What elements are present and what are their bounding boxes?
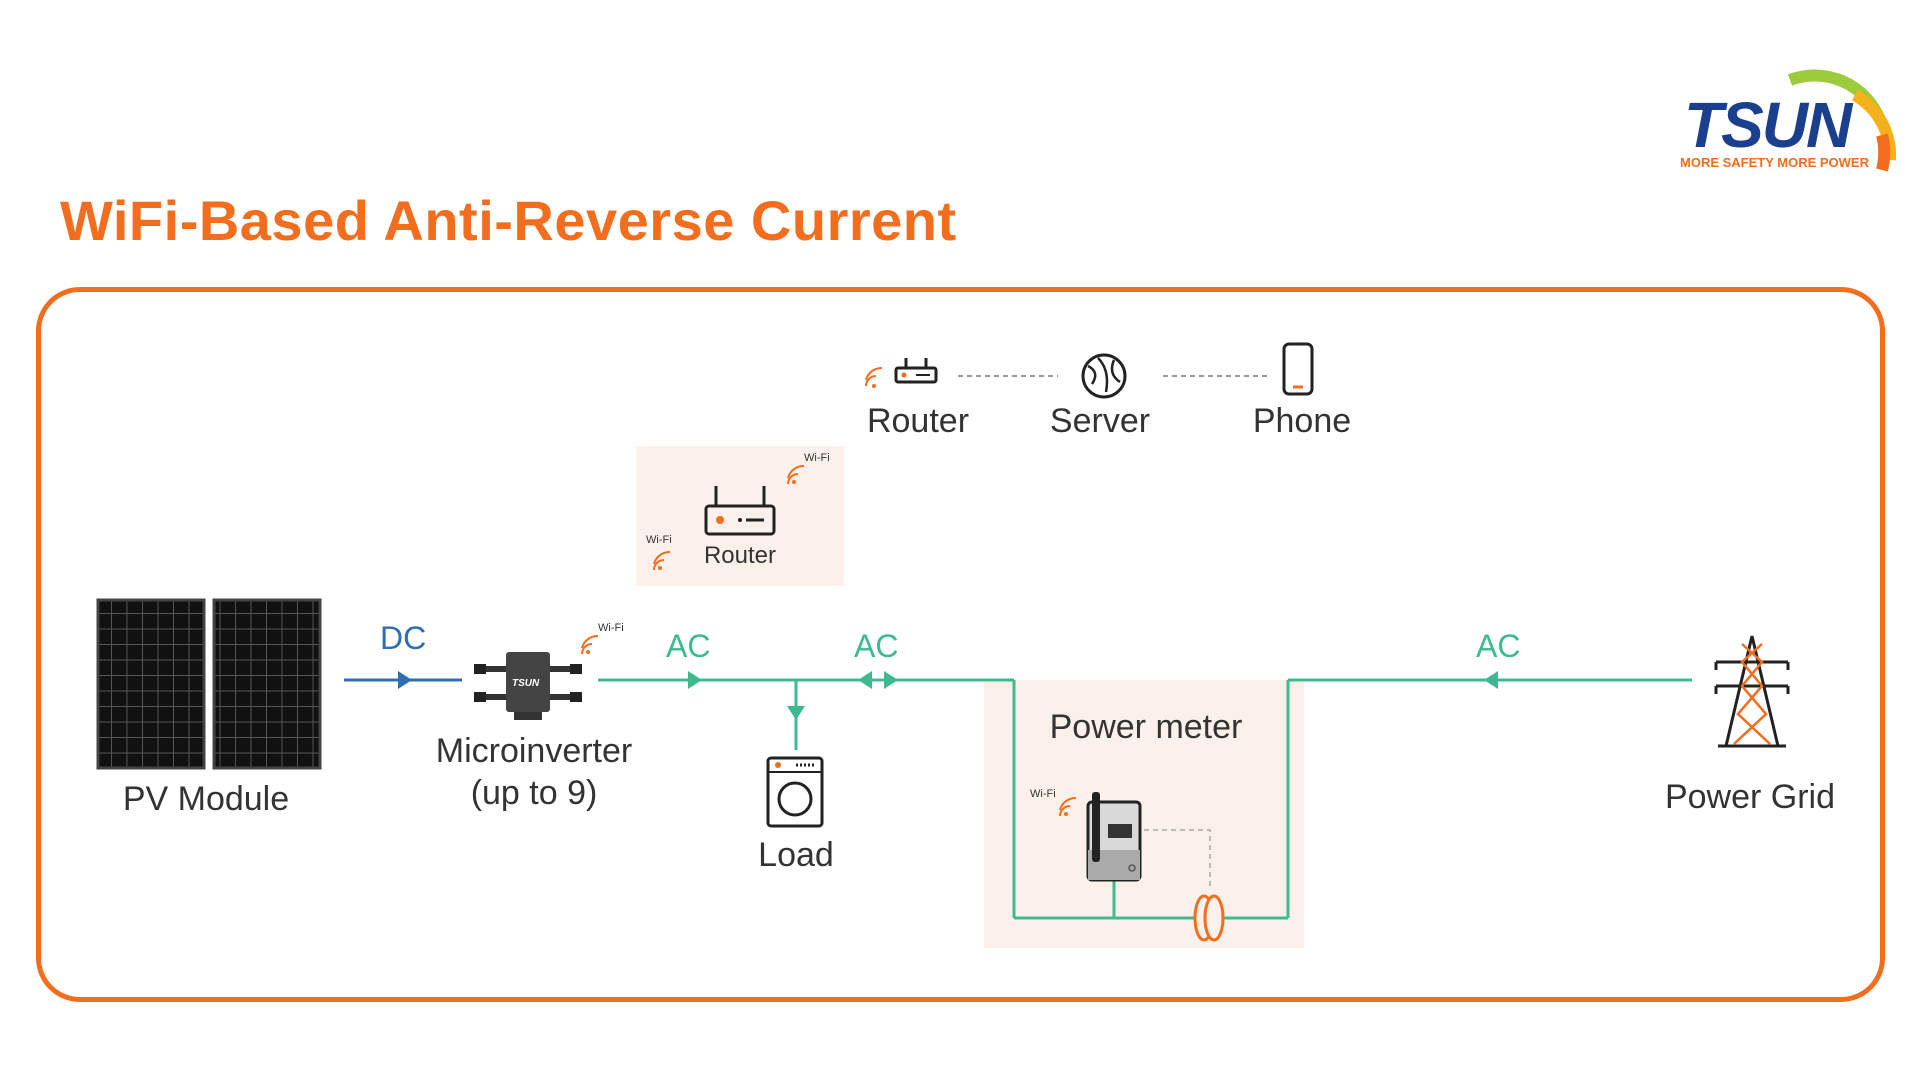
dc-flow-label: DC	[380, 620, 427, 656]
transmission-tower-icon	[1714, 635, 1790, 748]
router-icon	[704, 486, 776, 536]
microinverter-label: Microinverter	[435, 732, 633, 770]
logo-wordmark: TSUN	[1684, 89, 1852, 161]
microinverter-sublabel: (up to 9)	[470, 774, 598, 812]
ac-flow-label-3: AC	[1476, 628, 1521, 664]
cloud-router-icon	[865, 358, 938, 388]
microinverter-brand: TSUN	[512, 678, 540, 689]
meter-device-icon	[1086, 792, 1142, 882]
router-box-label: Router	[703, 542, 777, 569]
microinverter-wifi-label: Wi-Fi	[598, 622, 624, 634]
pv-module-label: PV Module	[122, 780, 290, 818]
load-label: Load	[758, 836, 834, 874]
wifi-signal-icon	[787, 464, 805, 485]
power-meter-panel	[984, 680, 1304, 948]
current-transformer-icon	[1193, 894, 1225, 942]
power-meter-wifi-label: Wi-Fi	[1030, 788, 1056, 800]
router-wifi-left-label: Wi-Fi	[646, 534, 672, 546]
phone-label: Phone	[1252, 402, 1352, 440]
wifi-signal-icon	[1059, 796, 1077, 817]
power-meter-label: Power meter	[1049, 708, 1243, 746]
logo-arc-icon	[1787, 69, 1897, 172]
page-title: WiFi-Based Anti-Reverse Current	[60, 189, 957, 252]
cloud-link-line	[958, 375, 1268, 377]
power-grid-label: Power Grid	[1664, 778, 1836, 816]
pv-panel-icon	[96, 598, 322, 770]
ac-flow-label-2: AC	[854, 628, 899, 664]
wifi-signal-icon	[581, 634, 599, 655]
phone-icon	[1282, 342, 1314, 396]
logo-tagline: MORE SAFETY MORE POWER	[1680, 155, 1869, 170]
ac-flow-label-1: AC	[666, 628, 711, 664]
wifi-signal-icon	[653, 550, 671, 571]
washing-machine-icon	[766, 756, 824, 828]
server-label: Server	[1049, 402, 1151, 440]
diagram-frame	[36, 287, 1885, 1002]
router-panel	[636, 446, 844, 586]
router-wifi-right-label: Wi-Fi	[804, 452, 830, 464]
cloud-router-label: Router	[866, 402, 970, 440]
tsun-logo	[1660, 40, 1900, 180]
globe-icon	[1081, 353, 1127, 399]
microinverter-icon	[474, 652, 582, 720]
